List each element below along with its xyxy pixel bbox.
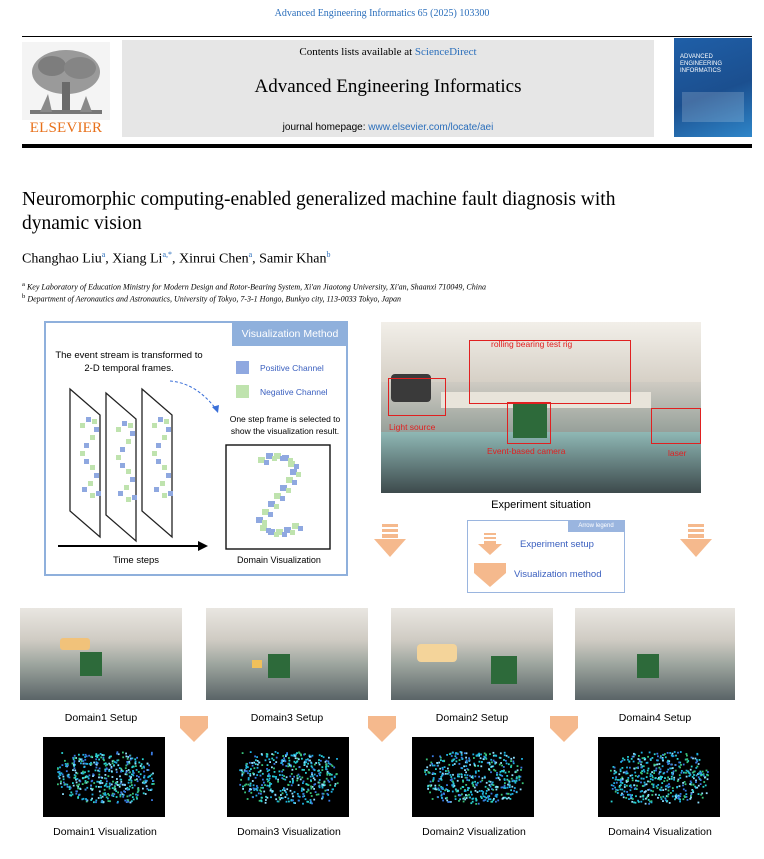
domain3-visualization-image — [227, 737, 349, 817]
temporal-frames-stack — [69, 387, 173, 543]
domain2-visualization-caption: Domain2 Visualization — [422, 826, 526, 838]
affiliation-b: b Department of Aeronautics and Astronau… — [22, 293, 742, 304]
affiliation-mark: b — [22, 293, 26, 300]
experiment-caption: Experiment situation — [491, 499, 591, 511]
label-test-rig: rolling bearing test rig — [491, 339, 573, 349]
author-list: Changhao Liua, Xiang Lia,*, Xinrui Chena… — [22, 250, 331, 267]
domain1-visualization-image — [43, 737, 165, 817]
affiliation-a: a Key Laboratory of Education Ministry f… — [22, 281, 742, 292]
experiment-setup-arrow-icon — [374, 524, 406, 557]
legend-setup-label: Experiment setup — [520, 539, 594, 550]
experiment-photo: rolling bearing test rig Light source Ev… — [381, 322, 701, 493]
domain4-setup-caption: Domain4 Setup — [618, 712, 692, 724]
journal-name: Advanced Engineering Informatics — [254, 76, 522, 97]
domain2-setup-photo — [391, 608, 553, 700]
step-frame-note: One step frame is selected to show the v… — [229, 414, 341, 436]
sciencedirect-link[interactable]: ScienceDirect — [414, 46, 477, 58]
domain4-visualization-caption: Domain4 Visualization — [608, 826, 712, 838]
journal-citation[interactable]: Advanced Engineering Informatics 65 (202… — [274, 8, 490, 19]
domain2-setup-caption: Domain2 Setup — [435, 712, 509, 724]
contents-prefix: Contents lists available at — [299, 46, 415, 58]
author-name[interactable]: Xinrui Chen — [179, 251, 249, 267]
visualization-method-panel: Visualization Method The event stream is… — [44, 321, 348, 576]
label-event-camera: Event-based camera — [487, 446, 566, 456]
experiment-setup-arrow-icon — [680, 524, 712, 557]
domain2-visualization-image — [412, 737, 534, 817]
author-affiliation-mark[interactable]: a — [248, 250, 253, 259]
header-thick-divider — [22, 144, 752, 148]
article-title: Neuromorphic computing-enabled generaliz… — [22, 189, 616, 234]
domain4-setup-photo — [575, 608, 735, 700]
setup-arrow-icon — [478, 533, 502, 555]
elsevier-tree-logo — [22, 42, 110, 120]
legend-visualization-label: Visualization method — [514, 569, 602, 580]
affiliation-mark: a — [22, 281, 25, 288]
visualization-arrow-icon — [180, 716, 208, 742]
contents-line: Contents lists available at ScienceDirec… — [122, 46, 654, 58]
negative-channel-label: Negative Channel — [260, 387, 328, 397]
domain1-setup-photo — [20, 608, 182, 700]
domain3-setup-photo — [206, 608, 368, 700]
author-affiliation-mark[interactable]: a,* — [162, 250, 172, 259]
domain-visualization-label: Domain Visualization — [237, 555, 321, 565]
positive-channel-label: Positive Channel — [260, 363, 324, 373]
label-light-source: Light source — [389, 422, 436, 432]
event-stream-description: The event stream is transformed to 2-D t… — [55, 350, 203, 374]
arrow-legend-title: Arrow legend — [568, 521, 624, 532]
homepage-link[interactable]: www.elsevier.com/locate/aei — [368, 122, 494, 133]
publisher-wordmark: ELSEVIER — [29, 120, 103, 136]
header-divider — [22, 36, 752, 37]
positive-channel-swatch — [236, 361, 249, 374]
domain1-setup-caption: Domain1 Setup — [64, 712, 138, 724]
negative-channel-swatch — [236, 385, 249, 398]
journal-cover-image: ADVANCED ENGINEERING INFORMATICS — [674, 38, 752, 137]
affiliation-text: Department of Aeronautics and Astronauti… — [27, 294, 401, 304]
dashed-curve-arrow — [169, 380, 219, 413]
time-axis-arrow — [58, 541, 208, 551]
author-name[interactable]: Changhao Liu — [22, 251, 102, 267]
visualization-arrow-icon — [368, 716, 396, 742]
arrow-legend: Arrow legend Experiment setup Visualizat… — [467, 520, 625, 593]
homepage-prefix: journal homepage: — [282, 122, 369, 133]
domain1-visualization-caption: Domain1 Visualization — [53, 826, 157, 838]
author-affiliation-mark[interactable]: a — [101, 250, 106, 259]
author-affiliation-mark[interactable]: b — [326, 250, 331, 259]
domain3-setup-caption: Domain3 Setup — [250, 712, 324, 724]
time-steps-label: Time steps — [112, 555, 160, 566]
cover-graphic — [682, 92, 744, 122]
author-name[interactable]: Xiang Li — [112, 251, 163, 267]
domain3-visualization-caption: Domain3 Visualization — [237, 826, 341, 838]
cover-title: ADVANCED ENGINEERING INFORMATICS — [680, 54, 723, 74]
author-name[interactable]: Samir Khan — [259, 251, 327, 267]
domain-visualization-frame — [225, 444, 331, 550]
label-laser: laser — [668, 448, 687, 458]
affiliation-text: Key Laboratory of Education Ministry for… — [26, 282, 486, 292]
journal-banner: Contents lists available at ScienceDirec… — [122, 40, 654, 137]
visualization-arrow-icon — [474, 563, 506, 587]
domain4-visualization-image — [598, 737, 720, 817]
homepage-line: journal homepage: www.elsevier.com/locat… — [122, 122, 654, 133]
visualization-arrow-icon — [550, 716, 578, 742]
visualization-panel-title: Visualization Method — [232, 323, 348, 346]
